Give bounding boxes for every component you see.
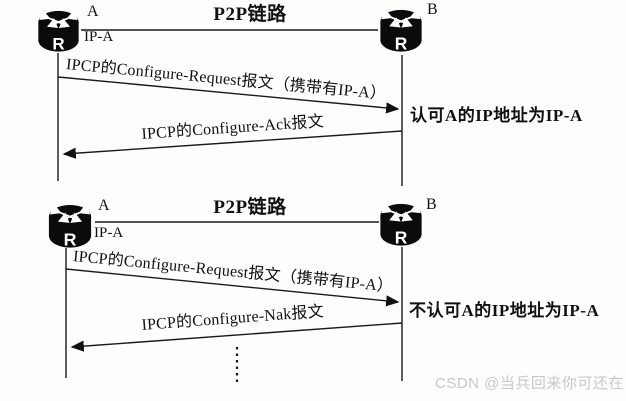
router-icon-a1 bbox=[36, 10, 81, 53]
annotation-2: 不认可A的IP地址为IP-A bbox=[409, 301, 600, 320]
router-icon-b2 bbox=[378, 203, 424, 247]
router-b1-label: B bbox=[427, 1, 438, 18]
configure-request-arrow-1 bbox=[57, 76, 400, 114]
router-a2-ip-label: IP-A bbox=[94, 225, 124, 241]
router-icon-b1 bbox=[378, 9, 424, 53]
configure-nak-arrow-2 bbox=[70, 322, 403, 352]
annotation-1: 认可A的IP地址为IP-A bbox=[410, 106, 583, 125]
p2p-link-label-2: P2P链路 bbox=[213, 197, 287, 218]
router-a2-label: A bbox=[98, 197, 110, 214]
router-a1-ip-label: IP-A bbox=[84, 29, 114, 45]
csdn-watermark: CSDN @当兵回来你可还在 bbox=[435, 375, 624, 392]
router-icon-a2 bbox=[46, 204, 94, 249]
configure-ack-arrow-1 bbox=[62, 130, 403, 159]
router-b2-label: B bbox=[426, 196, 437, 213]
configure-request-arrow-2 bbox=[65, 268, 400, 307]
router-a1-label: A bbox=[87, 3, 99, 20]
p2p-link-label-1: P2P链路 bbox=[213, 4, 287, 25]
